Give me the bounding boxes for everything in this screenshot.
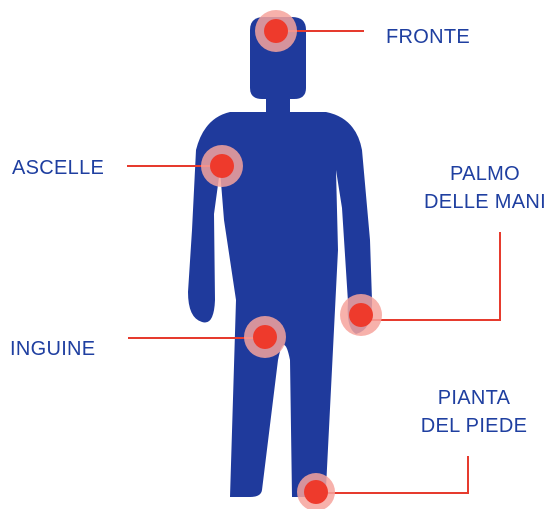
label-pianta-line2: DEL PIEDE [421, 415, 527, 437]
label-fronte: FRONTE [386, 26, 470, 48]
marker-palmo [340, 294, 382, 336]
label-palmo-line2: DELLE MANI [424, 191, 546, 213]
marker-ascelle [201, 145, 243, 187]
marker-fronte [255, 10, 297, 52]
marker-inguine [244, 316, 286, 358]
label-pianta-line1: PIANTA [438, 387, 511, 409]
label-inguine: INGUINE [10, 338, 95, 360]
human-silhouette [188, 17, 372, 497]
leader-line-pianta [316, 456, 468, 493]
neck-shape [266, 95, 290, 113]
label-palmo-line1: PALMO [450, 163, 520, 185]
leader-line-palmo [362, 232, 500, 320]
label-ascelle: ASCELLE [12, 157, 104, 179]
